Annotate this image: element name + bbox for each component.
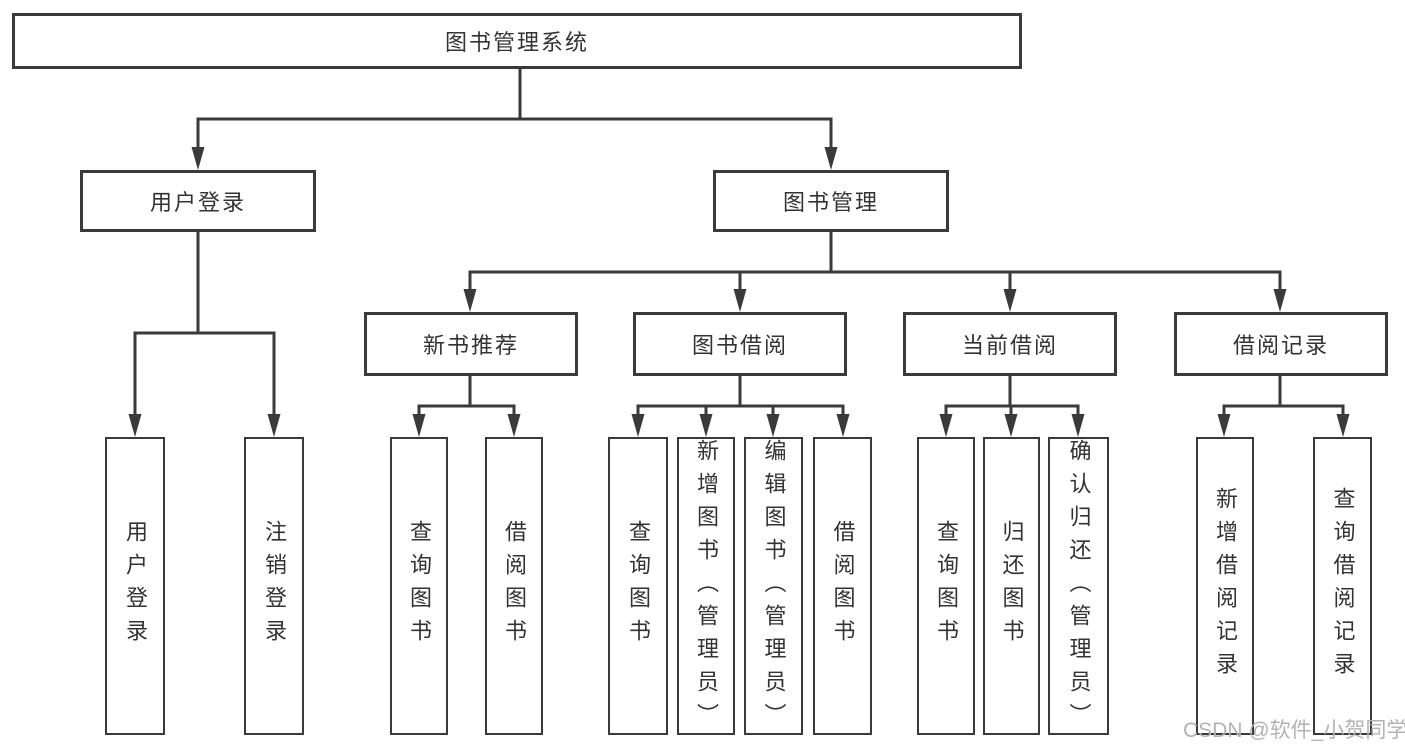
leaf-bb-borrow-books: 借阅图书 [813, 437, 872, 735]
node-user-login: 用户登录 [80, 170, 316, 232]
node-root-label: 图书管理系统 [444, 30, 589, 55]
csdn-watermark: CSDN @软件_小贺同学 [1183, 719, 1405, 742]
leaf-cb-confirm-return: 确认归还（管理员） [1048, 437, 1109, 736]
leaf-br-add-record-label: 新增借阅记录 [1213, 487, 1238, 685]
node-new-book-rec-label: 新书推荐 [422, 333, 519, 358]
leaf-cb-return-books-label: 归还图书 [999, 520, 1025, 652]
node-new-book-rec: 新书推荐 [364, 312, 578, 376]
leaf-bb-query-books-label: 查询图书 [626, 520, 651, 652]
node-book-mgmt-label: 图书管理 [782, 190, 879, 215]
leaf-bb-add-books: 新增图书（管理员） [677, 437, 735, 736]
leaf-rec-borrow-books: 借阅图书 [485, 437, 543, 735]
leaf-bb-add-books-label: 新增图书（管理员） [694, 439, 719, 736]
leaf-cb-return-books: 归还图书 [983, 437, 1040, 735]
node-book-borrow: 图书借阅 [633, 312, 847, 376]
node-current-borrow: 当前借阅 [903, 312, 1117, 376]
leaf-br-add-record: 新增借阅记录 [1196, 437, 1254, 735]
node-borrow-records: 借阅记录 [1174, 312, 1388, 376]
leaf-rec-query-books-label: 查询图书 [407, 520, 432, 652]
leaf-rec-query-books: 查询图书 [390, 437, 448, 735]
node-root: 图书管理系统 [12, 13, 1022, 69]
leaf-rec-borrow-books-label: 借阅图书 [502, 520, 527, 652]
leaf-bb-query-books: 查询图书 [608, 437, 668, 735]
leaf-logout: 注销登录 [244, 437, 304, 735]
leaf-cb-confirm-return-label: 确认归还（管理员） [1066, 439, 1092, 736]
leaf-cb-query-books-label: 查询图书 [934, 520, 959, 652]
leaf-br-query-record-label: 查询借阅记录 [1330, 487, 1356, 685]
node-borrow-records-label: 借阅记录 [1232, 333, 1329, 358]
leaf-logout-label: 注销登录 [262, 520, 287, 652]
leaf-br-query-record: 查询借阅记录 [1313, 437, 1372, 735]
leaf-bb-borrow-books-label: 借阅图书 [830, 520, 856, 652]
node-book-mgmt: 图书管理 [713, 170, 949, 232]
leaf-bb-edit-books: 编辑图书（管理员） [744, 437, 803, 736]
leaf-bb-edit-books-label: 编辑图书（管理员） [761, 439, 787, 736]
leaf-login-label: 用户登录 [123, 520, 148, 652]
leaf-cb-query-books: 查询图书 [917, 437, 975, 735]
node-current-borrow-label: 当前借阅 [961, 333, 1058, 358]
node-book-borrow-label: 图书借阅 [691, 333, 788, 358]
leaf-login: 用户登录 [105, 437, 165, 735]
node-user-login-label: 用户登录 [149, 190, 246, 215]
